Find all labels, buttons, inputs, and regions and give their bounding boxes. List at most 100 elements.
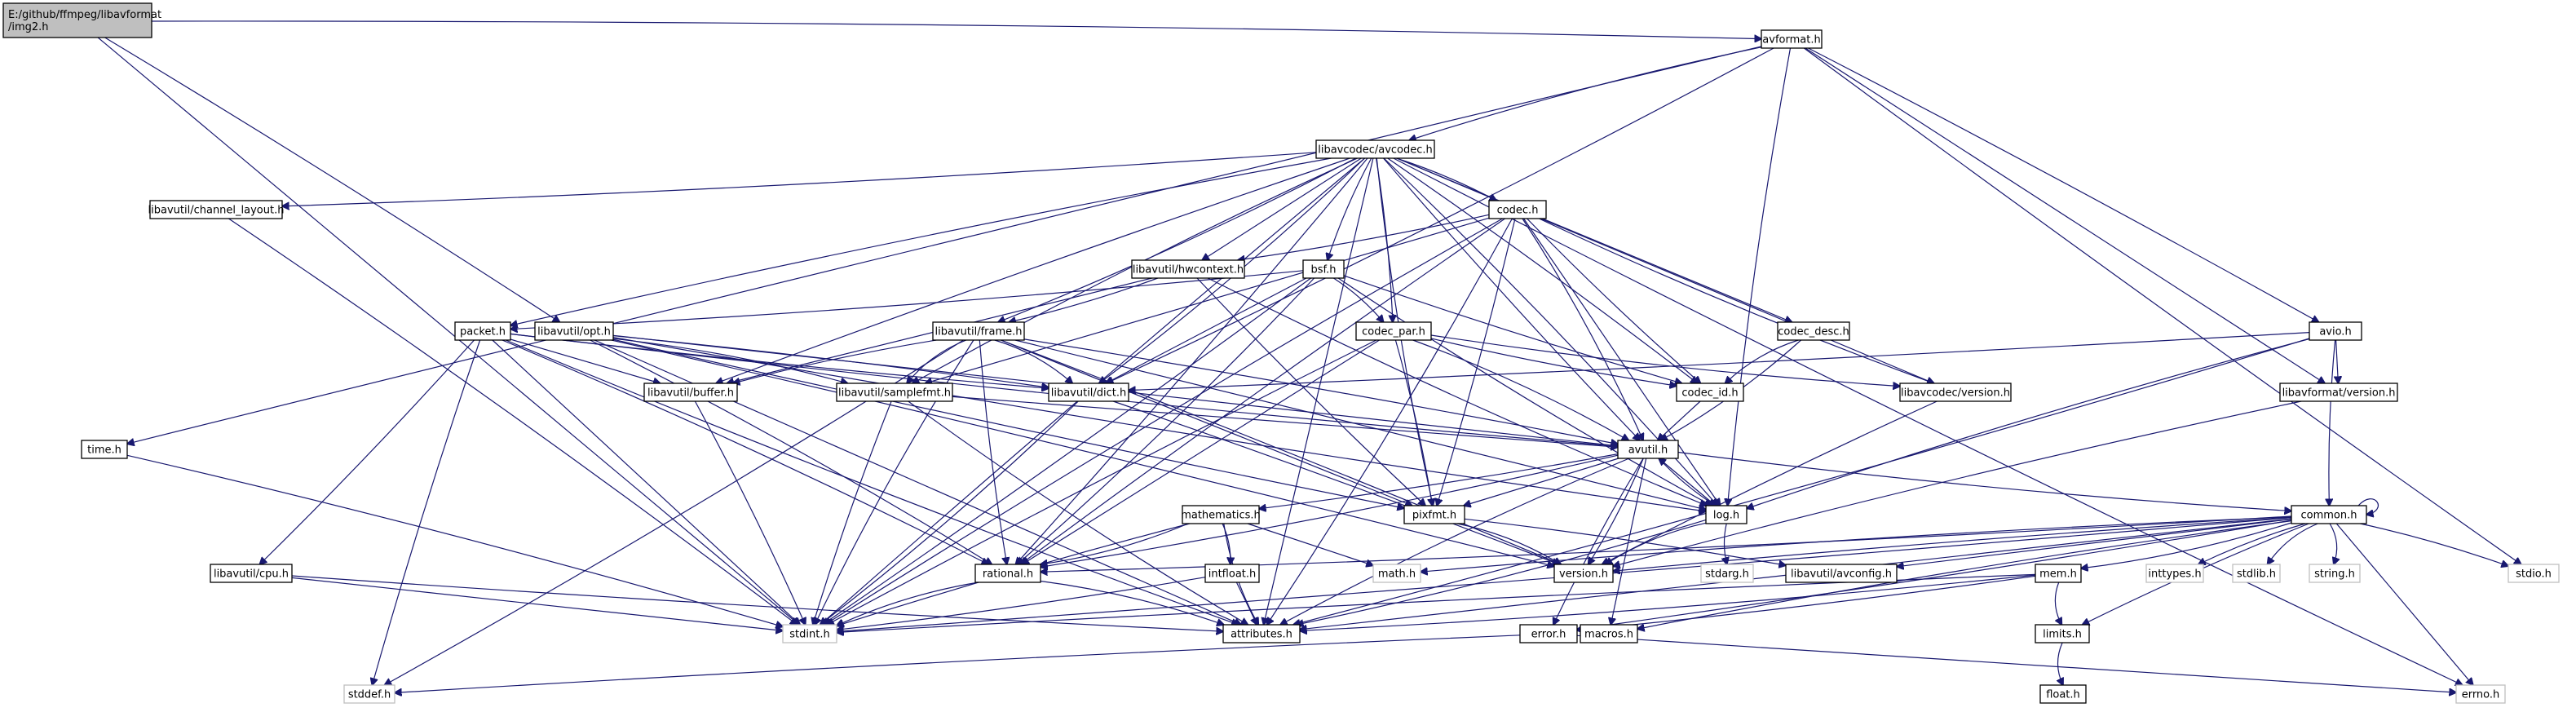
node-label: libavutil/cpu.h [214,568,289,581]
node-root[interactable]: E:/github/ffmpeg/libavformat/img2.h [2,2,161,38]
edge-frame-to-stdint [815,339,974,625]
node-bsf[interactable]: bsf.h [1302,259,1345,279]
edge-avcodec-to-lcversion [1396,157,1934,383]
node-math[interactable]: math.h [1372,564,1421,583]
node-label: bsf.h [1310,264,1336,276]
node-pixfmt[interactable]: pixfmt.h [1403,505,1465,524]
node-codecpar[interactable]: codec_par.h [1355,321,1432,341]
node-label: errno.h [2462,689,2500,701]
edge-cpu-to-attributes [291,575,1223,631]
node-stddef[interactable]: stddef.h [343,684,395,704]
node-stdint[interactable]: stdint.h [782,624,837,643]
edge-lfversion-to-version [1613,400,2302,566]
edge-bsf-to-packet [510,270,1304,329]
node-avcodec[interactable]: libavcodec/avcodec.h [1315,139,1435,159]
node-intfloat[interactable]: intfloat.h [1204,564,1260,583]
node-box [1777,321,1850,341]
node-label: math.h [1378,568,1416,581]
edge-buffer-to-stdint [694,400,805,625]
node-macros[interactable]: macros.h [1580,624,1638,643]
node-box [2309,564,2361,583]
node-box [149,200,283,219]
edge-chlayout-to-stdint [228,218,797,625]
edge-codecpar-to-stdint [827,339,1377,625]
node-label: float.h [2046,689,2080,701]
edge-avcodec-to-buffer [716,157,1350,383]
edge-avformat-to-avio [1808,47,2319,322]
node-version[interactable]: version.h [1553,564,1614,583]
node-opt[interactable]: libavutil/opt.h [534,321,614,341]
node-box [2035,564,2082,583]
node-label: macros.h [1584,629,1633,641]
edge-common-to-avconfig [1897,518,2292,567]
node-box [1355,321,1432,341]
node-avio[interactable]: avio.h [2309,321,2362,341]
edge-samplefmt-to-avutil [952,396,1618,447]
node-box [1204,564,1260,583]
node-codecid[interactable]: codec_id.h [1676,383,1744,402]
edge-common-to-stdlib [2268,523,2318,564]
node-label: rational.h [983,568,1033,581]
node-rational[interactable]: rational.h [974,564,1041,583]
edge-avutil-to-common [1677,451,2291,511]
node-mem[interactable]: mem.h [2035,564,2082,583]
node-float[interactable]: float.h [2039,684,2087,704]
node-attributes[interactable]: attributes.h [1222,624,1301,643]
node-label: libavutil/avconfig.h [1791,568,1892,581]
node-lfversion[interactable]: libavformat/version.h [2279,383,2398,402]
node-packet[interactable]: packet.h [454,321,511,341]
edge-codecpar-to-lcversion [1430,334,1900,387]
edge-common-to-macros [1637,520,2292,630]
edge-packet-to-attributes [506,339,1238,625]
edge-rational-to-attributes [1040,580,1224,626]
node-frame[interactable]: libavutil/frame.h [932,321,1025,341]
node-avutil[interactable]: avutil.h [1617,440,1679,459]
node-stdio[interactable]: stdio.h [2508,564,2560,583]
edge-log-to-version [1606,522,1707,564]
node-stdarg[interactable]: stdarg.h [1700,564,1754,583]
node-cpu[interactable]: libavutil/cpu.h [210,564,293,583]
node-label: /img2.h [8,21,49,33]
node-common[interactable]: common.h [2291,505,2367,524]
node-limits[interactable]: limits.h [2035,624,2090,643]
node-label: avio.h [2319,326,2351,338]
node-chlayout[interactable]: libavutil/channel_layout.h [148,200,285,219]
node-hwcontext[interactable]: libavutil/hwcontext.h [1131,259,1245,279]
node-inttypes[interactable]: inttypes.h [2145,564,2204,583]
node-mathematics[interactable]: mathematics.h [1181,505,1261,524]
edge-avformat-to-time [127,46,1762,444]
edge-frame-to-rational [979,339,1006,564]
node-label: codec_desc.h [1778,326,1849,338]
node-log[interactable]: log.h [1705,505,1748,524]
edge-codecpar-to-pixfmt [1394,339,1432,506]
edge-common-to-stdio [2360,523,2508,566]
node-string[interactable]: string.h [2309,564,2361,583]
node-lcversion[interactable]: libavcodec/version.h [1899,383,2012,402]
edge-samplefmt-to-attributes [908,400,1248,625]
edge-time-to-stdint [126,454,783,626]
node-stdlib[interactable]: stdlib.h [2232,564,2281,583]
edge-frame-to-log [1014,339,1706,510]
node-samplefmt[interactable]: libavutil/samplefmt.h [836,383,953,402]
node-error[interactable]: error.h [1519,624,1578,643]
node-time[interactable]: time.h [81,440,128,459]
node-avformat[interactable]: avformat.h [1761,29,1823,49]
node-codecdesc[interactable]: codec_desc.h [1777,321,1850,341]
node-label: libavcodec/version.h [1901,387,2010,400]
node-box [1488,200,1547,219]
edge-frame-to-buffer [733,339,937,383]
edge-hwcontext-to-frame [1009,277,1159,322]
edge-avcodec-to-hwcontext [1202,157,1362,260]
node-buffer[interactable]: libavutil/buffer.h [643,383,738,402]
edge-avcodec-to-avutil [1383,157,1641,440]
node-errno[interactable]: errno.h [2455,684,2506,704]
node-label: stdlib.h [2237,568,2276,581]
edge-codec-to-lcversion [1539,218,1933,383]
node-avconfig[interactable]: libavutil/avconfig.h [1785,564,1898,583]
node-box [2291,505,2367,524]
node-dict[interactable]: libavutil/dict.h [1048,383,1129,402]
edge-frame-to-dict [994,339,1072,383]
edge-avformat-to-dict [1107,47,1774,383]
node-codec[interactable]: codec.h [1488,200,1547,219]
edge-frame-to-pixfmt [1001,339,1412,506]
